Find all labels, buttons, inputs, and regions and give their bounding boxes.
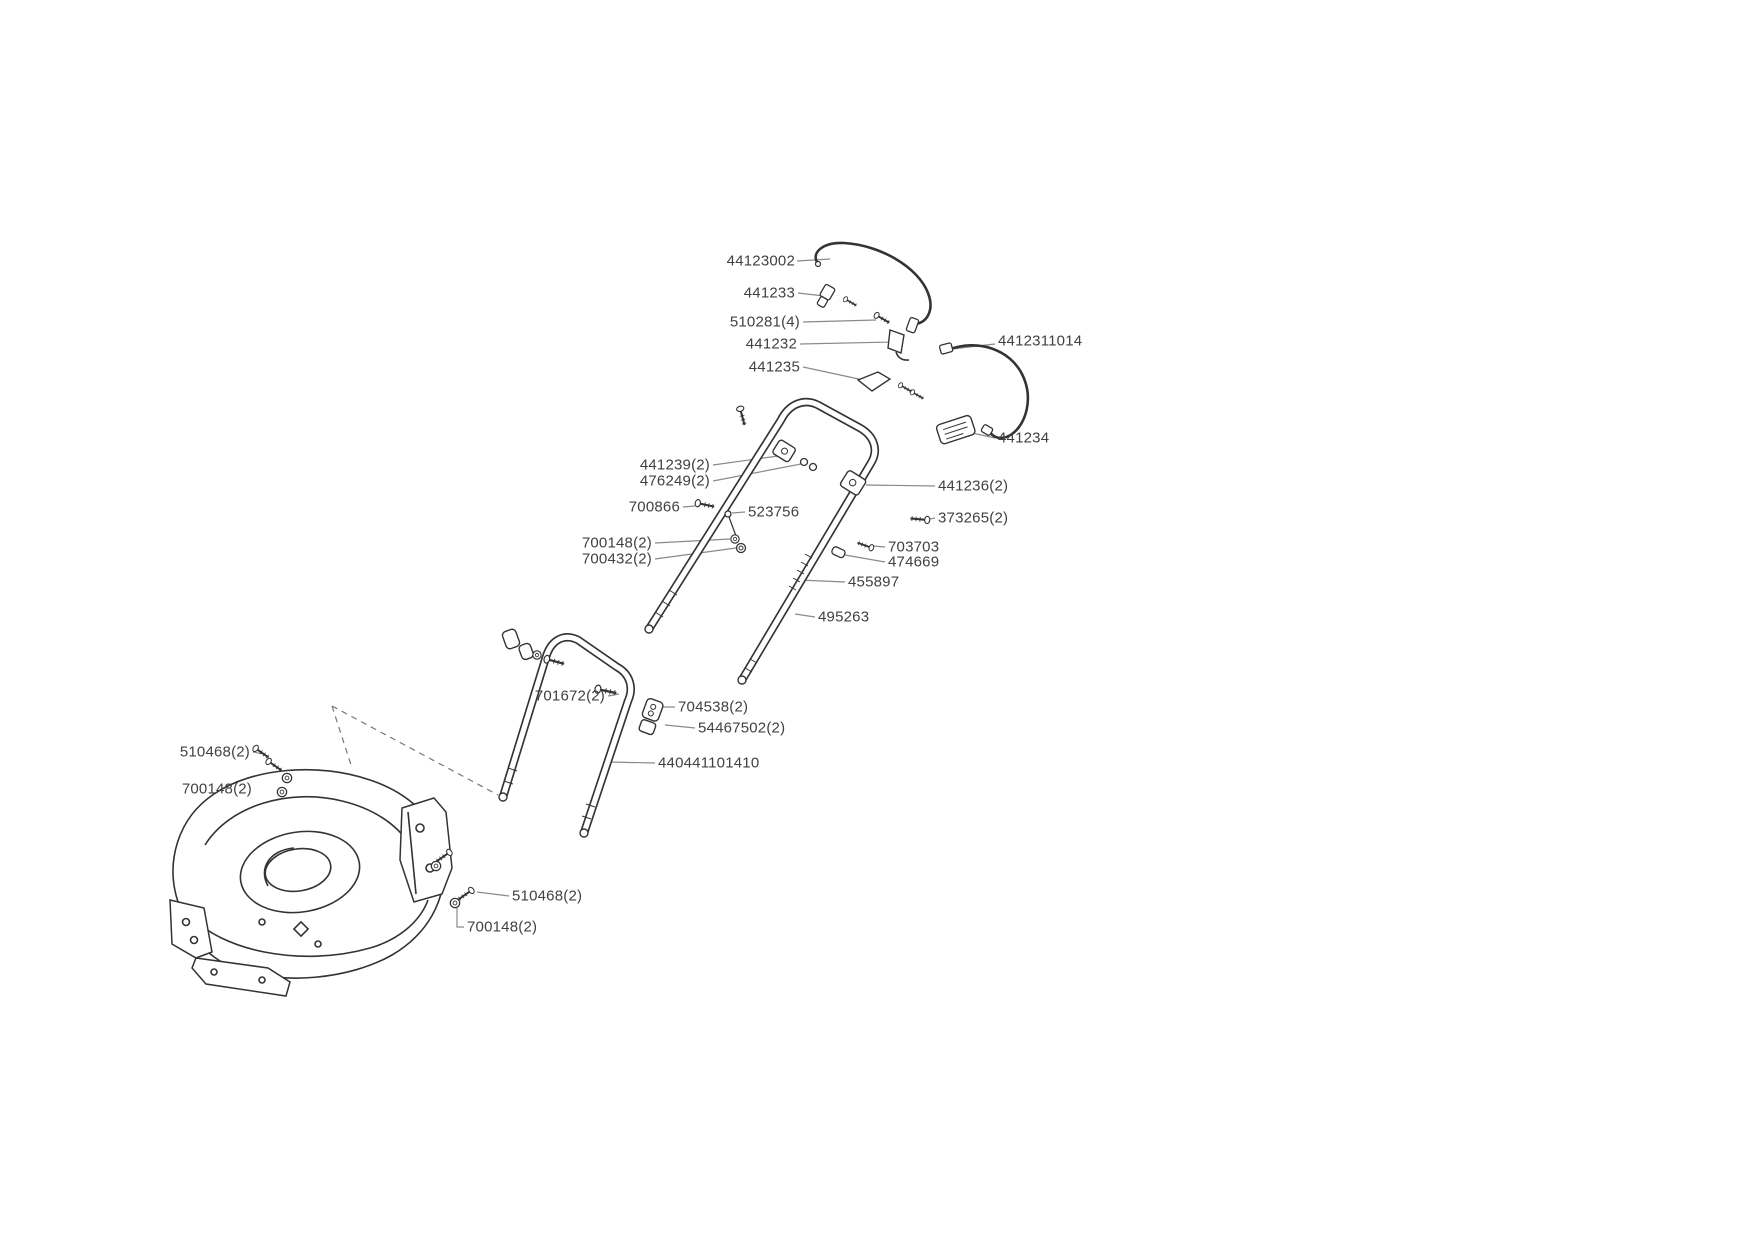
spacer-474669 bbox=[831, 546, 846, 559]
bracket-washers bbox=[799, 457, 818, 472]
part-label-510281: 510281(4) bbox=[729, 313, 800, 331]
part-label-700148-upper: 700148(2) bbox=[581, 534, 652, 552]
part-label-455897: 455897 bbox=[848, 573, 900, 591]
part-label-441232: 441232 bbox=[745, 335, 797, 353]
part-label-441239: 441239(2) bbox=[639, 456, 710, 474]
cable-lever bbox=[856, 371, 926, 402]
handle-clamp-set bbox=[638, 697, 664, 736]
part-label-474669: 474669 bbox=[888, 553, 940, 571]
part-label-54467502: 54467502(2) bbox=[698, 719, 786, 737]
switch-block bbox=[935, 414, 976, 445]
cable-bail-upper bbox=[814, 241, 932, 334]
part-label-701672: 701672(2) bbox=[534, 687, 605, 705]
handle-fastener-set bbox=[693, 497, 747, 554]
part-label-441236: 441236(2) bbox=[938, 477, 1009, 495]
part-label-495263: 495263 bbox=[818, 608, 870, 626]
connector-screw bbox=[841, 295, 859, 309]
lower-handlebar bbox=[498, 637, 631, 838]
part-label-476249: 476249(2) bbox=[639, 472, 710, 490]
screw-510281 bbox=[872, 310, 892, 327]
lower-handle-clamp-left bbox=[501, 628, 567, 669]
part-label-441235: 441235 bbox=[748, 358, 800, 376]
part-label-440441101410: 440441101410 bbox=[658, 754, 760, 772]
cable-bracket bbox=[887, 329, 910, 361]
handlebar-bracket-right bbox=[839, 470, 867, 496]
part-label-4412311014: 4412311014 bbox=[998, 332, 1083, 350]
grip-hatching bbox=[654, 553, 813, 673]
cable-connector bbox=[816, 283, 836, 308]
part-label-703703: 703703 bbox=[888, 538, 940, 556]
part-label-700148-right: 700148(2) bbox=[467, 918, 538, 936]
part-label-700432: 700432(2) bbox=[581, 550, 652, 568]
part-label-510468-left: 510468(2) bbox=[179, 743, 250, 761]
screw-703703 bbox=[855, 538, 876, 553]
part-label-700148-left: 700148(2) bbox=[181, 780, 252, 798]
part-label-704538: 704538(2) bbox=[678, 698, 749, 716]
part-label-44123002: 44123002 bbox=[726, 252, 795, 270]
mower-deck bbox=[169, 768, 453, 997]
screw-373265 bbox=[909, 513, 932, 525]
upper-handlebar bbox=[644, 402, 875, 685]
handlebar-bracket-left bbox=[772, 439, 796, 463]
cable-bail-lower bbox=[938, 342, 1030, 440]
assembly-dashed-lines bbox=[331, 705, 499, 796]
part-label-441234: 441234 bbox=[998, 429, 1050, 447]
part-label-523756: 523756 bbox=[748, 503, 800, 521]
part-label-373265: 373265(2) bbox=[938, 509, 1009, 527]
part-label-700866: 700866 bbox=[628, 498, 680, 516]
part-label-510468-right: 510468(2) bbox=[512, 887, 583, 905]
part-label-441233: 441233 bbox=[743, 284, 795, 302]
